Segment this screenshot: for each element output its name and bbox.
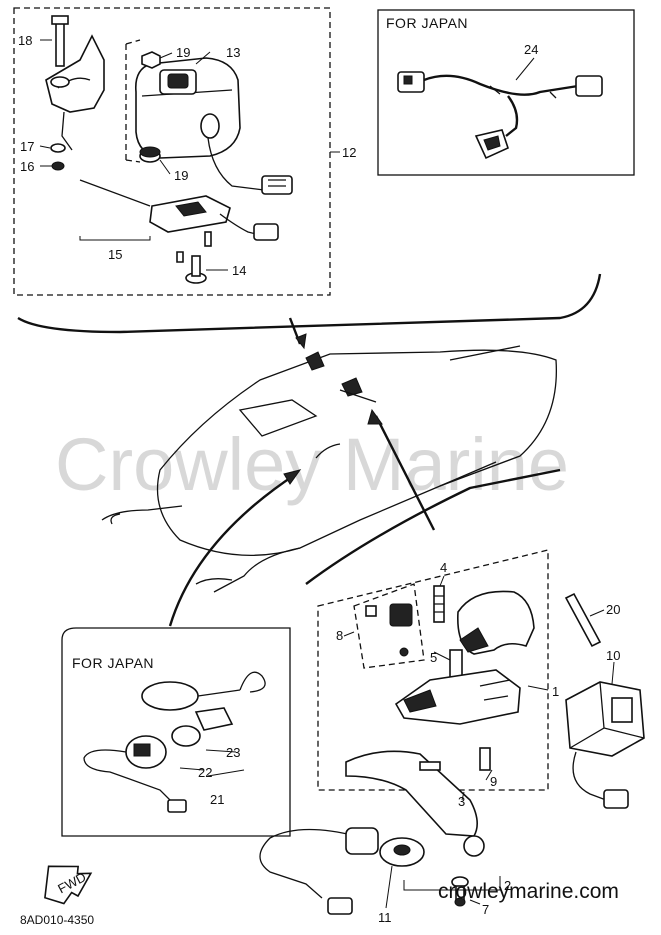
callout-8: 8 (336, 628, 343, 643)
japan-harness-box-frame (377, 9, 635, 176)
japan-key-switch-box: FOR JAPAN 23 22 21 (61, 627, 291, 837)
upper-assembly-group: 18 19 13 17 16 19 12 15 14 (13, 7, 356, 296)
callout-9: 9 (490, 774, 497, 789)
part-13-connector (261, 175, 293, 195)
part-6-screw (419, 761, 441, 771)
callout-3: 3 (458, 794, 465, 809)
part-13-housing (134, 57, 293, 195)
watermark: Crowley Marine (55, 423, 569, 506)
part-7-screw: 7 2 (403, 876, 511, 917)
upper-assembly-dashed-box (13, 7, 331, 296)
callout-19-bottom: 19 (174, 168, 188, 183)
part-15-connector (253, 223, 279, 241)
snowmobile-outline (101, 345, 558, 593)
japan-harness-box: FOR JAPAN 24 (377, 9, 635, 176)
part-16-nut (51, 161, 65, 171)
callout-16: 16 (20, 159, 34, 174)
callout-14: 14 (232, 263, 246, 278)
mount-clip-left (305, 351, 325, 371)
upper-brace (17, 273, 602, 334)
callout-18: 18 (18, 33, 32, 48)
drawing-code: 8AD010-4350 (20, 913, 94, 927)
throttle-assembly-dashed-box (317, 549, 549, 791)
part-9-screw (479, 747, 491, 771)
fwd-arrow-icon: FWD (44, 865, 93, 905)
callout-7: 7 (482, 902, 489, 917)
callout-2: 2 (504, 878, 511, 893)
callout-22: 22 (198, 765, 212, 780)
mount-clip-right (341, 377, 363, 397)
throttle-housing (394, 669, 521, 725)
part-18-bolt (51, 15, 69, 67)
callout-15: 15 (108, 247, 122, 262)
part-8-cap (365, 603, 413, 657)
callout-4: 4 (440, 560, 447, 575)
japan-key-switch-box-frame (61, 627, 291, 837)
callout-17: 17 (20, 139, 34, 154)
part-20-tie-strap: 20 (564, 592, 620, 648)
callout-5: 5 (430, 650, 437, 665)
part-19-grommet-bottom (139, 146, 161, 163)
throttle-assembly-group: 4 8 5 1 3 9 (317, 549, 559, 857)
japan-harness-box-title: FOR JAPAN (386, 15, 468, 31)
callout-19-top: 19 (176, 45, 190, 60)
part-3-lever (345, 750, 478, 837)
part-22-switch-body (83, 725, 201, 813)
website-label: crowleymarine.com (438, 880, 619, 903)
part-23-key (141, 671, 266, 731)
callout-24: 24 (524, 42, 538, 57)
part-17-washer (50, 143, 66, 153)
japan-key-switch-box-title: FOR JAPAN (72, 655, 154, 671)
part-4-bolt (433, 585, 445, 623)
callout-1: 1 (552, 684, 559, 699)
callout-23: 23 (226, 745, 240, 760)
callout-10: 10 (606, 648, 620, 663)
part-11-switch: 11 (259, 827, 425, 925)
callout-20: 20 (606, 602, 620, 617)
callout-21: 21 (210, 792, 224, 807)
part-24-wire-harness (397, 71, 603, 160)
callout-11: 11 (378, 910, 392, 925)
arrow-to-sled (168, 472, 297, 627)
lower-brace (305, 468, 561, 585)
mounting-bracket (45, 34, 105, 113)
part-10-relay: 10 (565, 648, 645, 809)
part-19-nut-top (141, 51, 161, 69)
part-14-screws (176, 231, 212, 284)
part-8-dashed-box (353, 583, 425, 669)
callout-12: 12 (342, 145, 356, 160)
callout-13: 13 (226, 45, 240, 60)
part-15-base (79, 179, 279, 241)
